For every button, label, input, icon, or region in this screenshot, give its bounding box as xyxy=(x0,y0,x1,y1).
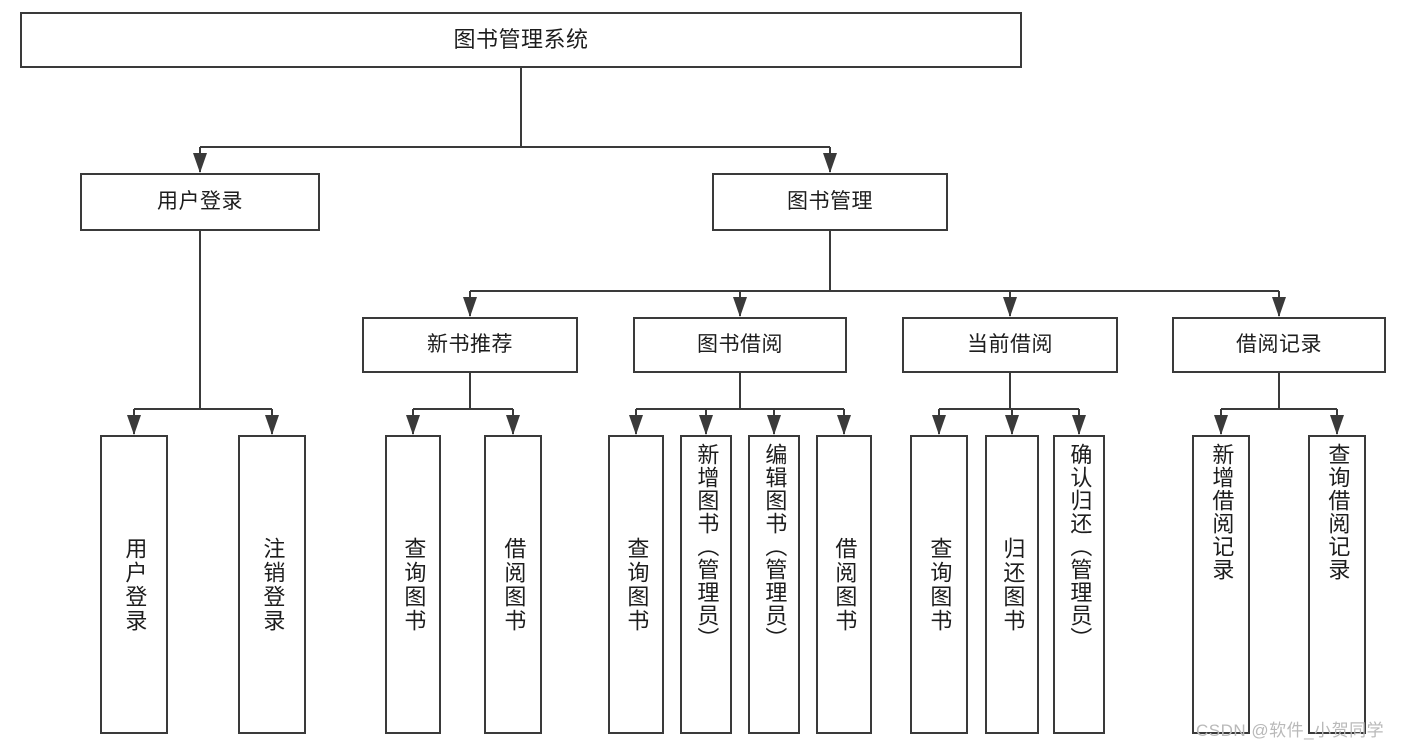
node-current[interactable]: 当前借阅 xyxy=(902,317,1118,373)
node-label: 当前借阅 xyxy=(967,332,1053,356)
node-leaf-bo-query[interactable]: 查询图书 xyxy=(608,435,664,734)
node-label: 借阅图书 xyxy=(501,536,527,633)
node-login[interactable]: 用户登录 xyxy=(80,173,320,231)
node-label: 查询图书 xyxy=(401,536,427,633)
node-label: 用户登录 xyxy=(122,536,148,633)
connector-arrowhead xyxy=(823,153,837,173)
connector-arrowhead xyxy=(1072,415,1086,435)
node-label: 编辑图书（管理员） xyxy=(762,443,788,650)
connector-arrowhead xyxy=(1214,415,1228,435)
node-label: 查询借阅记录 xyxy=(1325,443,1351,581)
watermark-text: CSDN @软件_小贺同学 xyxy=(1196,721,1385,740)
connector-arrowhead xyxy=(1272,297,1286,317)
node-label: 归还图书 xyxy=(1000,536,1026,633)
node-label: 借阅记录 xyxy=(1236,332,1322,356)
connector-arrowhead xyxy=(1330,415,1344,435)
node-leaf-cu-query[interactable]: 查询图书 xyxy=(910,435,968,734)
node-leaf-user-login[interactable]: 用户登录 xyxy=(100,435,168,734)
node-leaf-re-query[interactable]: 查询借阅记录 xyxy=(1308,435,1366,734)
connector-arrowhead xyxy=(837,415,851,435)
node-label: 查询图书 xyxy=(927,536,953,633)
node-root[interactable]: 图书管理系统 xyxy=(20,12,1022,68)
connector-arrowhead xyxy=(932,415,946,435)
node-label: 图书管理系统 xyxy=(453,27,589,53)
node-leaf-user-logout[interactable]: 注销登录 xyxy=(238,435,306,734)
node-label: 新书推荐 xyxy=(427,332,513,356)
node-leaf-cu-return[interactable]: 归还图书 xyxy=(985,435,1039,734)
node-borrow[interactable]: 图书借阅 xyxy=(633,317,847,373)
connector-arrowhead xyxy=(629,415,643,435)
node-bookmgmt[interactable]: 图书管理 xyxy=(712,173,948,231)
node-leaf-bo-borrow[interactable]: 借阅图书 xyxy=(816,435,872,734)
connector-arrowhead xyxy=(733,297,747,317)
node-leaf-bo-add[interactable]: 新增图书（管理员） xyxy=(680,435,732,734)
node-label: 查询图书 xyxy=(624,536,650,633)
node-newbook[interactable]: 新书推荐 xyxy=(362,317,578,373)
connector-arrowhead xyxy=(265,415,279,435)
connector-arrowhead xyxy=(1005,415,1019,435)
connector-arrowhead xyxy=(699,415,713,435)
connector-arrowhead xyxy=(406,415,420,435)
connector-arrowhead xyxy=(127,415,141,435)
node-leaf-nb-borrow[interactable]: 借阅图书 xyxy=(484,435,542,734)
node-leaf-nb-query[interactable]: 查询图书 xyxy=(385,435,441,734)
node-label: 用户登录 xyxy=(157,189,243,213)
node-leaf-re-add[interactable]: 新增借阅记录 xyxy=(1192,435,1250,734)
node-label: 借阅图书 xyxy=(832,536,858,633)
node-label: 注销登录 xyxy=(260,536,286,633)
connector-arrowhead xyxy=(1003,297,1017,317)
node-label: 图书借阅 xyxy=(697,332,783,356)
connector-arrowhead xyxy=(463,297,477,317)
connector-arrowhead xyxy=(193,153,207,173)
node-label: 新增图书（管理员） xyxy=(694,443,720,650)
connector-arrowhead xyxy=(767,415,781,435)
node-label: 确认归还（管理员） xyxy=(1067,443,1093,650)
node-label: 新增借阅记录 xyxy=(1209,443,1235,581)
node-leaf-cu-confirm[interactable]: 确认归还（管理员） xyxy=(1053,435,1105,734)
node-leaf-bo-edit[interactable]: 编辑图书（管理员） xyxy=(748,435,800,734)
connector-arrowhead xyxy=(506,415,520,435)
node-label: 图书管理 xyxy=(787,189,873,213)
node-records[interactable]: 借阅记录 xyxy=(1172,317,1386,373)
